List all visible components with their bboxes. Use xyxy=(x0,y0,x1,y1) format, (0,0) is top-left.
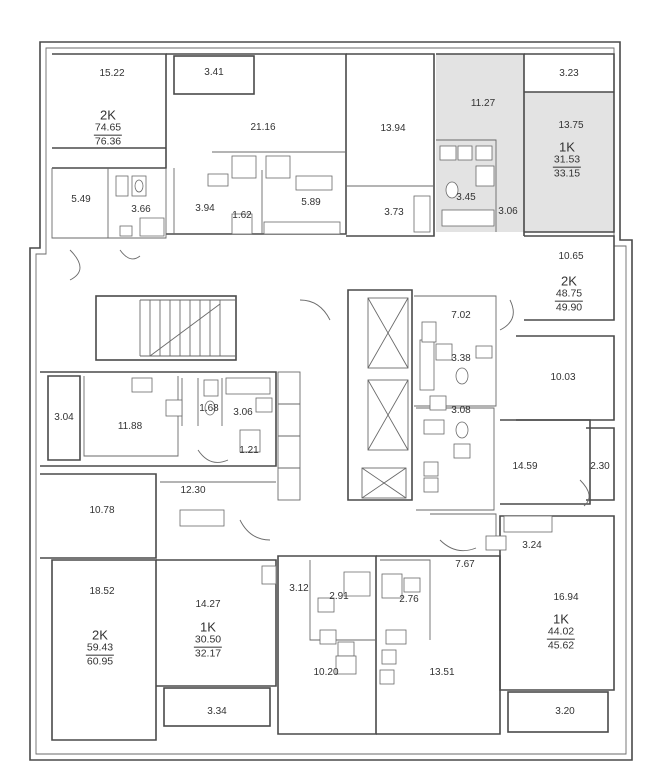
bottom-row-walls xyxy=(40,473,615,741)
room-area-label: 15.22 xyxy=(99,68,125,79)
room-area-label: 3.41 xyxy=(204,67,224,78)
door-swings xyxy=(69,249,590,552)
room-area-label: 3.34 xyxy=(207,706,227,717)
room-area-label: 3.08 xyxy=(451,405,471,416)
room-area-label: 14.27 xyxy=(195,599,221,610)
room-area-label: 3.12 xyxy=(289,583,309,594)
room-area-label: 13.51 xyxy=(429,667,455,678)
apartment-type: 2K xyxy=(100,107,116,123)
apartment-type: 2K xyxy=(561,273,577,289)
apartment-label: 2K 59.43 60.95 xyxy=(85,627,115,668)
apartment-total-area: 33.15 xyxy=(553,167,581,180)
room-area-label: 3.20 xyxy=(555,706,575,717)
apartment-label: 2K 74.65 76.36 xyxy=(93,107,123,148)
apartment-area: 31.53 xyxy=(552,154,582,168)
apartment-area: 48.75 xyxy=(554,288,584,302)
central-core xyxy=(347,289,497,511)
room-area-label: 13.94 xyxy=(380,123,406,134)
room-area-label: 21.16 xyxy=(250,122,276,133)
room-area-label: 10.03 xyxy=(550,372,576,383)
apartment-type: 2K xyxy=(92,627,108,643)
room-area-label: 7.02 xyxy=(451,310,471,321)
room-area-label: 2.91 xyxy=(329,591,349,602)
room-area-label: 10.65 xyxy=(558,251,584,262)
top-row-walls xyxy=(51,53,615,239)
apartment-label: 1K 30.50 32.17 xyxy=(193,619,223,660)
room-area-label: 3.06 xyxy=(498,206,518,217)
room-area-label: 18.52 xyxy=(89,586,115,597)
room-area-label: 5.89 xyxy=(301,197,321,208)
apartment-type: 1K xyxy=(200,619,216,635)
apartment-label: 1K 31.53 33.15 xyxy=(552,139,582,180)
room-area-label: 7.67 xyxy=(455,559,475,570)
room-area-label: 13.75 xyxy=(558,120,584,131)
room-area-label: 14.59 xyxy=(512,461,538,472)
apartment-area: 74.65 xyxy=(93,122,123,136)
apartment-total-area: 45.62 xyxy=(547,639,575,652)
room-area-label: 3.23 xyxy=(559,68,579,79)
room-area-label: 12.30 xyxy=(180,485,206,496)
apartment-area: 30.50 xyxy=(193,634,223,648)
room-area-label: 1.62 xyxy=(232,210,252,221)
room-area-label: 2.30 xyxy=(590,461,610,472)
apartment-area: 44.02 xyxy=(546,626,576,640)
room-area-label: 10.78 xyxy=(89,505,115,516)
apartment-total-area: 32.17 xyxy=(194,647,222,660)
room-area-label: 10.20 xyxy=(313,667,339,678)
room-area-label: 5.49 xyxy=(71,194,91,205)
room-area-label: 3.66 xyxy=(131,204,151,215)
room-area-label: 3.24 xyxy=(522,540,542,551)
room-area-label: 11.88 xyxy=(117,421,143,432)
room-area-label: 3.04 xyxy=(54,412,74,423)
room-area-label: 3.38 xyxy=(451,353,471,364)
apartment-area: 59.43 xyxy=(85,642,115,656)
room-area-label: 3.45 xyxy=(456,192,476,203)
room-area-label: 1.68 xyxy=(199,403,219,414)
room-area-label: 3.06 xyxy=(233,407,253,418)
bathroom-fixtures xyxy=(115,145,553,685)
room-area-label: 3.73 xyxy=(384,207,404,218)
apartment-label: 1K 44.02 45.62 xyxy=(546,611,576,652)
apartment-total-area: 76.36 xyxy=(94,135,122,148)
room-area-label: 16.94 xyxy=(553,592,579,603)
mid-left-walls xyxy=(40,295,301,501)
highlighted-apartment xyxy=(436,54,614,232)
room-area-label: 11.27 xyxy=(470,98,496,109)
apartment-total-area: 49.90 xyxy=(555,301,583,314)
room-area-label: 1.21 xyxy=(239,445,259,456)
room-area-label: 2.76 xyxy=(399,594,419,605)
apartment-label: 2K 48.75 49.90 xyxy=(554,273,584,314)
apartment-type: 1K xyxy=(553,611,569,627)
apartment-total-area: 60.95 xyxy=(86,655,114,668)
apartment-type: 1K xyxy=(559,139,575,155)
right-rooms xyxy=(500,235,615,505)
room-area-label: 3.94 xyxy=(195,203,215,214)
